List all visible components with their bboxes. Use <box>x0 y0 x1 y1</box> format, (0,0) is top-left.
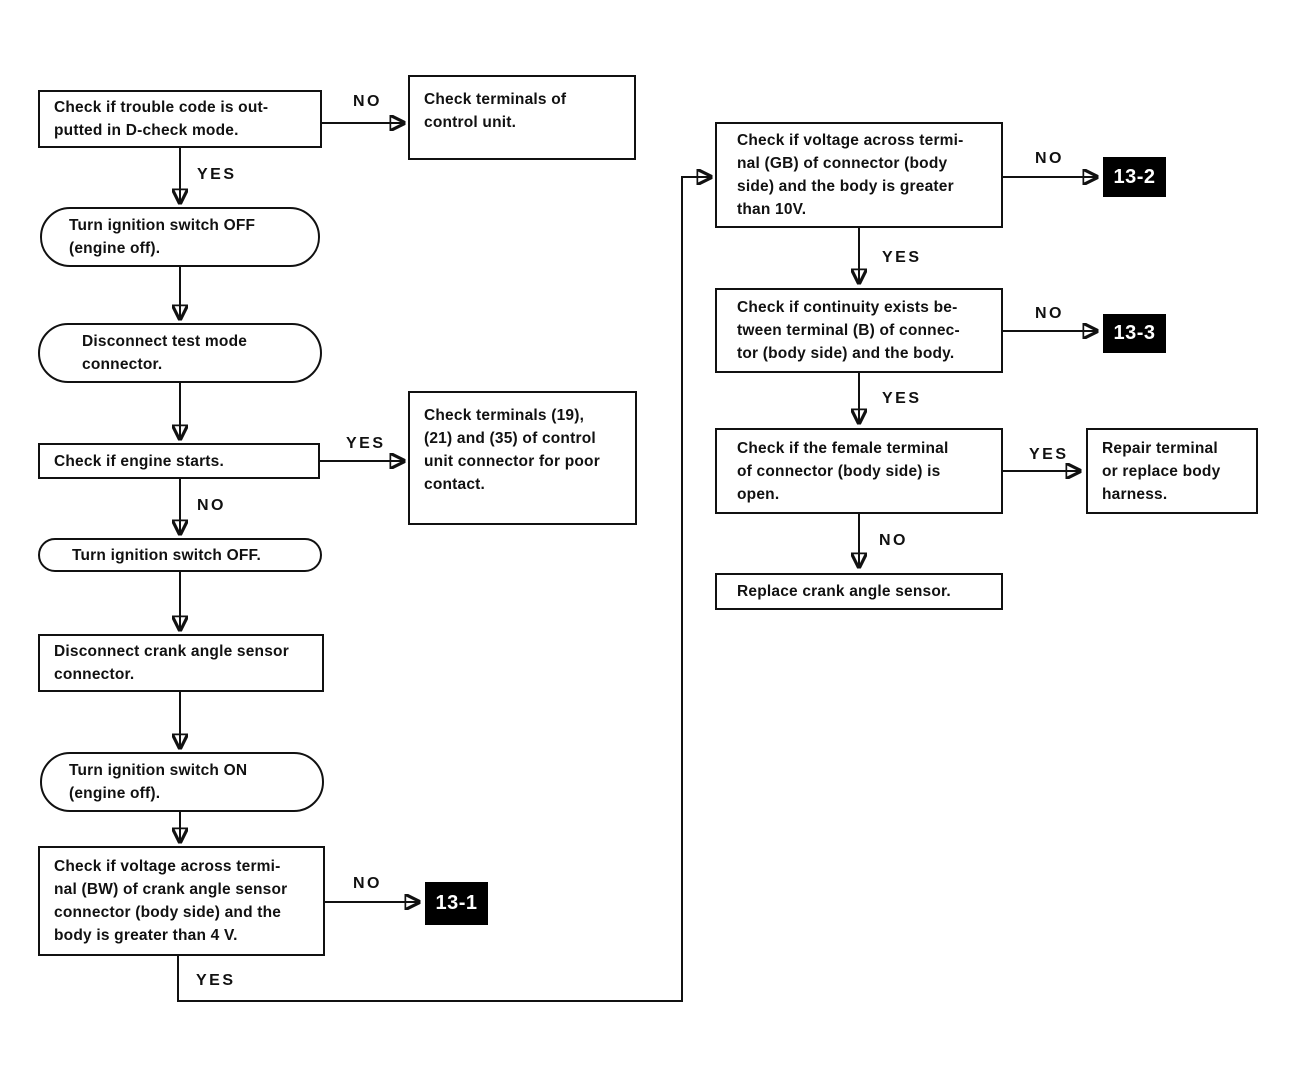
flow-node-disconnect-test-mode: Disconnect test mode connector. <box>38 323 322 383</box>
flow-node-check-terminals-control-unit: Check terminals of control unit. <box>408 75 636 160</box>
flow-node-repair-terminal: Repair terminal or replace body harness. <box>1086 428 1258 514</box>
goto-ref-13-3: 13-3 <box>1103 314 1166 353</box>
edge-label-no: NO <box>353 875 382 892</box>
flow-node-engine-starts: Check if engine starts. <box>38 443 320 479</box>
flow-node-ignition-off-engine-off: Turn ignition switch OFF (engine off). <box>40 207 320 267</box>
edge-label-no: NO <box>197 497 226 514</box>
edge-label-no: NO <box>879 532 908 549</box>
flow-node-disconnect-crank-sensor: Disconnect crank angle sensor connector. <box>38 634 324 692</box>
flow-node-ignition-on-engine-off: Turn ignition switch ON (engine off). <box>40 752 324 812</box>
edge-voltagebw-yes-long <box>177 177 711 1002</box>
flow-node-replace-sensor: Replace crank angle sensor. <box>715 573 1003 610</box>
flow-node-voltage-gb: Check if voltage across termi- nal (GB) … <box>715 122 1003 228</box>
flow-node-ignition-off: Turn ignition switch OFF. <box>38 538 322 572</box>
edge-label-yes: YES <box>882 249 922 266</box>
flow-node-female-terminal: Check if the female terminal of connecto… <box>715 428 1003 514</box>
edge-label-no: NO <box>353 93 382 110</box>
edge-label-yes: YES <box>197 166 237 183</box>
goto-ref-13-2: 13-2 <box>1103 157 1166 197</box>
edge-label-yes: YES <box>882 390 922 407</box>
goto-ref-13-1: 13-1 <box>425 882 488 925</box>
edge-label-yes: YES <box>1029 446 1069 463</box>
flow-node-continuity-b: Check if continuity exists be- tween ter… <box>715 288 1003 373</box>
flow-node-trouble-code: Check if trouble code is out- putted in … <box>38 90 322 148</box>
flow-node-check-terminals-19-21-35: Check terminals (19), (21) and (35) of c… <box>408 391 637 525</box>
edge-label-no: NO <box>1035 150 1064 167</box>
edge-label-yes: YES <box>196 972 236 989</box>
edge-label-yes: YES <box>346 435 386 452</box>
flow-node-voltage-bw: Check if voltage across termi- nal (BW) … <box>38 846 325 956</box>
edge-label-no: NO <box>1035 305 1064 322</box>
